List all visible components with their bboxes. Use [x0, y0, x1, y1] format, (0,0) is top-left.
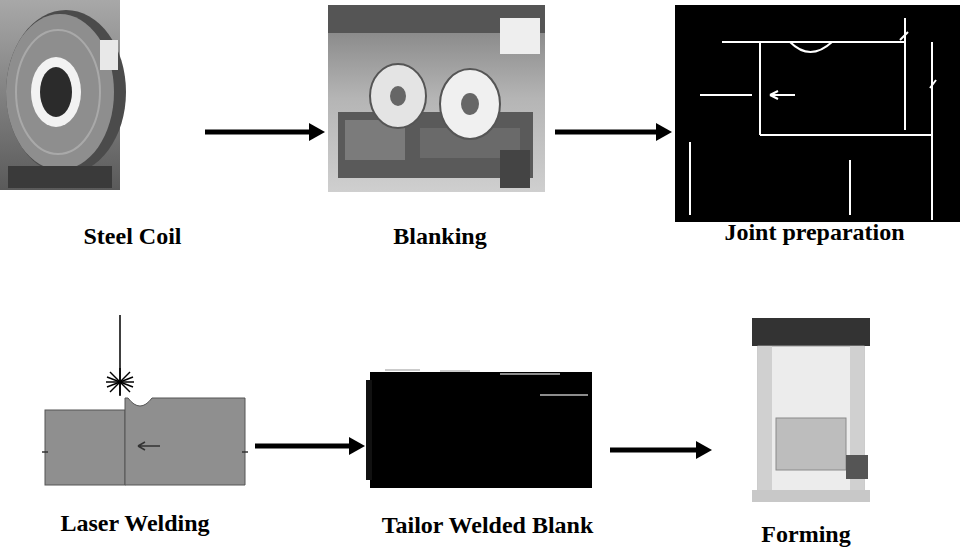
arrow-head	[656, 123, 672, 141]
arrow-shaft	[255, 444, 349, 449]
step-caption: Forming	[761, 520, 850, 548]
step-caption: Joint preparation	[724, 218, 904, 246]
process-step: Tailor Welded Blank	[365, 305, 610, 539]
arrow-head	[309, 123, 325, 141]
flow-arrow	[205, 123, 325, 141]
arrow-shaft	[555, 130, 656, 135]
flow-arrow	[610, 441, 712, 459]
step-caption: Tailor Welded Blank	[382, 511, 594, 539]
process-step: Joint preparation	[672, 0, 957, 246]
arrow-head	[349, 437, 365, 455]
step-caption: Steel Coil	[84, 222, 182, 250]
joint-preparation-picture	[675, 5, 960, 222]
steel-coil-picture	[0, 0, 126, 190]
arrow-shaft	[205, 130, 309, 135]
flow-arrow	[255, 437, 365, 455]
process-step: Blanking	[325, 0, 555, 250]
flow-arrow	[555, 123, 672, 141]
arrow-shaft	[610, 448, 696, 453]
process-step: Laser Welding	[15, 305, 255, 537]
process-step: Forming	[712, 305, 900, 548]
step-caption: Blanking	[393, 222, 486, 250]
step-caption: Laser Welding	[60, 509, 209, 537]
tailor-welded-blank-picture	[366, 370, 592, 488]
arrow-head	[696, 441, 712, 459]
laser-welding-picture	[42, 315, 248, 485]
forming-press-picture	[752, 318, 870, 502]
process-step: Steel Coil	[60, 0, 205, 250]
blanking-line-picture	[328, 5, 545, 192]
